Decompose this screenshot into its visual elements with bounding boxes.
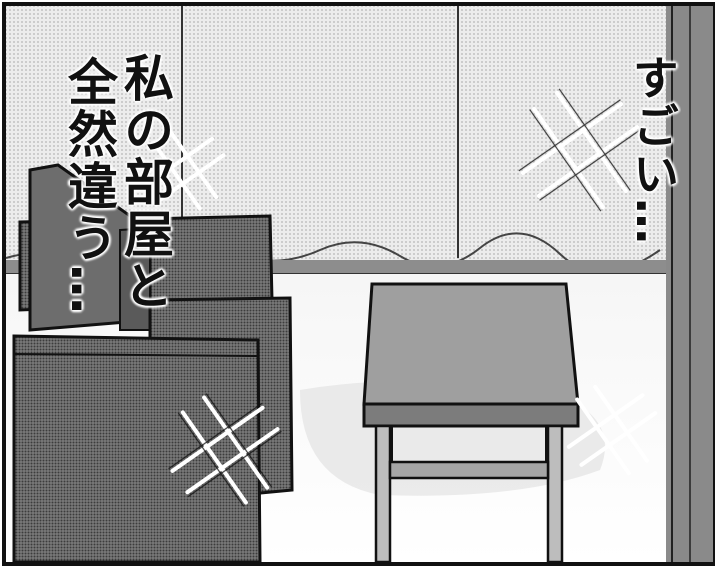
sparkle-icon bbox=[144, 90, 658, 505]
speech-text-left-line1: 私の部屋と bbox=[116, 52, 174, 312]
sofa bbox=[12, 163, 294, 564]
speech-text-left-line2: 全然違う… bbox=[60, 56, 118, 316]
speech-text-right: すごい… bbox=[626, 54, 680, 246]
